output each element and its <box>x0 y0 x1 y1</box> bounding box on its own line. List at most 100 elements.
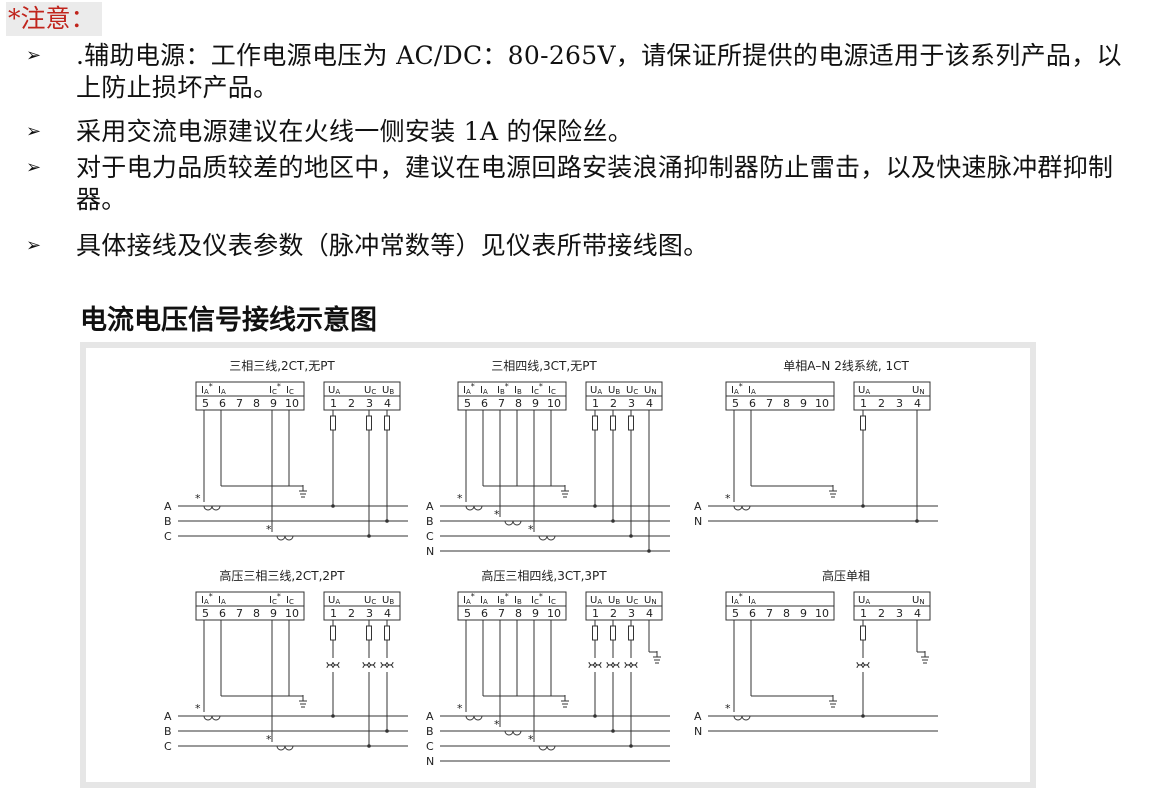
terminal-number: 8 <box>515 607 522 620</box>
current-terminal-label: IA <box>218 595 226 606</box>
fuse-icon <box>366 415 372 431</box>
voltage-terminal-label: UB <box>608 595 620 606</box>
terminal-number: 1 <box>860 397 867 410</box>
terminal-number: 4 <box>914 607 921 620</box>
ct-coil-icon <box>203 505 221 511</box>
phase-label: B <box>164 515 172 528</box>
terminal-number: 6 <box>219 397 226 410</box>
pt-coil-icon <box>362 661 376 666</box>
terminal-number: 4 <box>384 397 391 410</box>
terminal-number: 1 <box>330 607 337 620</box>
terminal-number: 2 <box>610 397 617 410</box>
current-terminal-label: IC* <box>531 592 543 606</box>
terminal-number: 6 <box>749 397 756 410</box>
terminal-number: 5 <box>202 607 209 620</box>
current-terminal-label: IA* <box>201 592 213 606</box>
phase-label: A <box>426 500 434 513</box>
junction-dot <box>331 714 335 718</box>
pt-coil-icon <box>588 664 602 669</box>
current-terminal-label: IB <box>514 385 522 396</box>
voltage-terminal-label: UC <box>364 595 376 606</box>
terminal-number: 8 <box>253 607 260 620</box>
polarity-mark: * <box>725 702 731 715</box>
polarity-mark: * <box>266 733 272 746</box>
ct-coil-icon <box>465 715 483 721</box>
terminal-number: 9 <box>270 607 277 620</box>
current-terminal-label: IC* <box>269 592 281 606</box>
voltage-terminal-label: UB <box>608 385 620 396</box>
current-terminal-label: IA <box>480 385 488 396</box>
polarity-mark: * <box>528 733 534 746</box>
voltage-terminal-label: UA <box>858 595 870 606</box>
fuse-icon <box>628 415 634 431</box>
terminal-number: 6 <box>219 607 226 620</box>
terminal-number: 6 <box>481 607 488 620</box>
fuse-icon <box>330 415 336 431</box>
terminal-number: 5 <box>464 397 471 410</box>
terminal-number: 3 <box>628 397 635 410</box>
fuse-icon <box>366 625 372 641</box>
bullet-arrow-icon: ➢ <box>26 121 42 142</box>
panel-title: 单相A–N 2线系统, 1CT <box>783 359 909 373</box>
phase-label: B <box>164 725 172 738</box>
polarity-mark: * <box>457 702 463 715</box>
current-terminal-label: IC <box>286 385 294 396</box>
terminal-number: 9 <box>800 397 807 410</box>
polarity-mark: * <box>195 492 201 505</box>
terminal-number: 10 <box>815 607 829 620</box>
terminal-number: 7 <box>766 397 773 410</box>
phase-label: A <box>164 500 172 513</box>
current-terminal-label: IA <box>748 595 756 606</box>
notice-heading-box: *注意： <box>6 2 102 36</box>
fuse-icon <box>860 625 866 641</box>
current-terminal-label: IC* <box>531 382 543 396</box>
junction-dot <box>861 714 865 718</box>
junction-dot <box>367 534 371 538</box>
terminal-number: 4 <box>384 607 391 620</box>
panel-title: 高压三相三线,2CT,2PT <box>219 568 345 583</box>
current-terminal-label: IA* <box>463 592 475 606</box>
terminal-number: 2 <box>878 607 885 620</box>
phase-label: N <box>426 755 434 768</box>
fuse-icon <box>384 415 390 431</box>
terminal-number: 4 <box>646 397 653 410</box>
pt-coil-icon <box>856 661 870 666</box>
terminal-number: 5 <box>464 607 471 620</box>
terminal-number: 2 <box>348 397 355 410</box>
pt-coil-icon <box>606 664 620 669</box>
junction-dot <box>385 729 389 733</box>
current-terminal-label: IA* <box>201 382 213 396</box>
terminal-number: 2 <box>878 397 885 410</box>
phase-label: A <box>164 710 172 723</box>
pt-coil-icon <box>326 664 340 669</box>
phase-label: A <box>694 710 702 723</box>
fuse-icon <box>384 625 390 641</box>
voltage-terminal-label: UC <box>364 385 376 396</box>
terminal-number: 5 <box>732 607 739 620</box>
terminal-number: 8 <box>253 397 260 410</box>
terminal-number: 9 <box>800 607 807 620</box>
junction-dot <box>611 729 615 733</box>
phase-label: C <box>164 530 172 543</box>
terminal-number: 7 <box>236 607 243 620</box>
voltage-terminal-label: UA <box>590 385 602 396</box>
panel-title: 三相三线,2CT,无PT <box>229 359 335 373</box>
terminal-number: 7 <box>498 607 505 620</box>
terminal-number: 1 <box>592 607 599 620</box>
voltage-terminal-label: UN <box>644 595 657 606</box>
terminal-number: 2 <box>348 607 355 620</box>
voltage-terminal-label: UA <box>328 385 340 396</box>
voltage-terminal-label: UN <box>912 595 925 606</box>
voltage-terminal-label: UB <box>382 385 394 396</box>
terminal-number: 9 <box>532 397 539 410</box>
ct-coil-icon <box>276 535 294 541</box>
pt-coil-icon <box>856 664 870 669</box>
junction-dot <box>593 504 597 508</box>
terminal-number: 10 <box>547 397 561 410</box>
pt-coil-icon <box>380 664 394 669</box>
phase-label: B <box>426 725 434 738</box>
panel-title: 高压单相 <box>822 568 870 583</box>
